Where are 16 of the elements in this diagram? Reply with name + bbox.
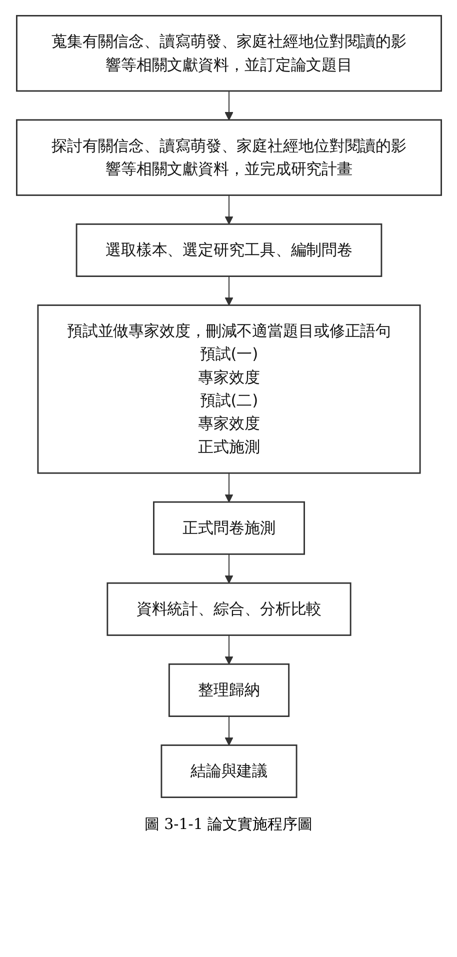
figure-caption: 圖 3-1-1 論文實施程序圖: [143, 815, 314, 834]
node-box: 預試並做專家效度，刪減不適當題目或修正語句 預試(一) 專家效度 預試(二) 專家效度 正式施測: [36, 304, 420, 474]
node-box: 蒐集有關信念、讀寫萌發、家庭社經地位對閱讀的影響等相關文獻資料，並訂定論文題目: [16, 15, 442, 92]
arrow: [224, 716, 233, 746]
node-box: 選取樣本、選定研究工具、編制問卷: [75, 223, 382, 277]
arrow: [224, 194, 233, 225]
arrow: [224, 554, 233, 584]
node-box: 資料統計、綜合、分析比較: [106, 582, 351, 636]
node-box: 結論與建議: [160, 744, 297, 798]
arrow: [224, 276, 233, 306]
arrow: [224, 634, 233, 665]
node-box: 正式問卷施測: [152, 501, 304, 555]
node-box: 探討有關信念、讀寫萌發、家庭社經地位對閱讀的影響等相關文獻資料，並完成研究計畫: [16, 119, 442, 196]
node-box: 整理歸納: [168, 663, 290, 717]
arrow: [224, 472, 233, 502]
arrow: [224, 90, 233, 120]
